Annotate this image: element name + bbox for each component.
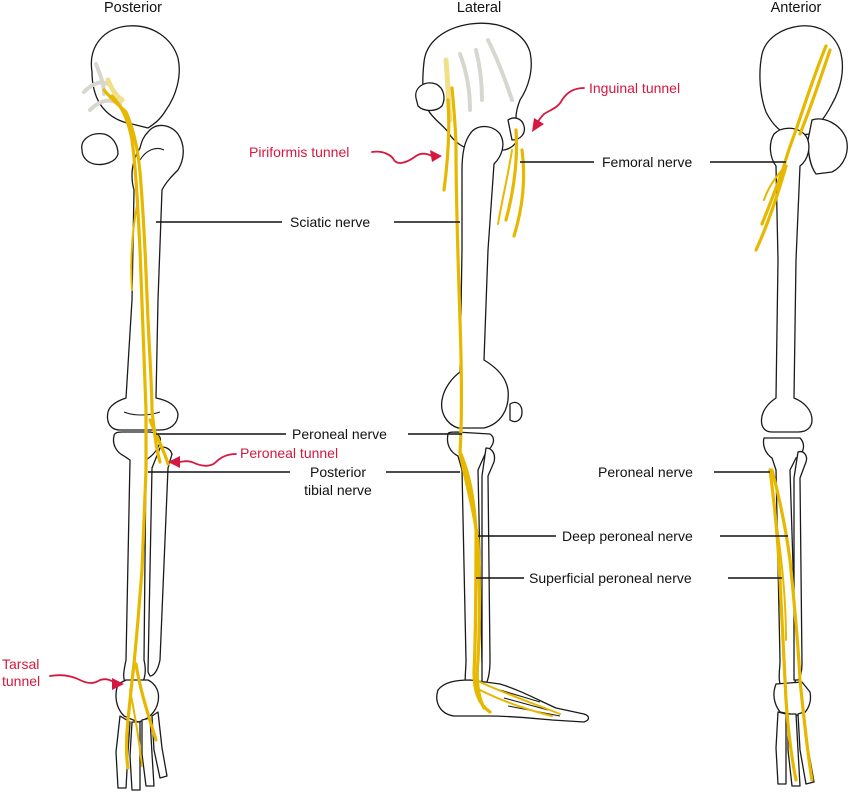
label-deep-peroneal-nerve: Deep peroneal nerve bbox=[562, 528, 693, 544]
view-title-anterior: Anterior bbox=[771, 0, 822, 16]
leader-lines bbox=[148, 161, 788, 579]
arrow-inguinal bbox=[532, 87, 585, 132]
lateral-foot bbox=[436, 679, 590, 723]
tunnel-arrows bbox=[49, 87, 585, 690]
label-tarsal-tunnel-line2: tunnel bbox=[2, 673, 40, 689]
arrow-tarsal bbox=[49, 674, 124, 690]
lateral-view bbox=[415, 22, 590, 723]
anterior-femur bbox=[760, 127, 813, 433]
lateral-nerves bbox=[442, 57, 561, 717]
label-sciatic-nerve: Sciatic nerve bbox=[290, 214, 370, 230]
label-peroneal-nerve-anterior: Peroneal nerve bbox=[598, 464, 693, 480]
view-title-lateral: Lateral bbox=[457, 0, 501, 16]
label-tarsal-tunnel-line1: Tarsal bbox=[2, 656, 39, 672]
posterior-tibia-fibula bbox=[112, 431, 173, 685]
label-peroneal-tunnel: Peroneal tunnel bbox=[240, 445, 338, 461]
view-title-posterior: Posterior bbox=[104, 0, 162, 16]
label-peroneal-nerve: Peroneal nerve bbox=[292, 426, 387, 442]
posterior-pelvis bbox=[81, 25, 180, 166]
label-femoral-nerve: Femoral nerve bbox=[602, 154, 692, 170]
posterior-foot bbox=[115, 679, 168, 791]
anterior-nerves bbox=[754, 44, 832, 782]
tunnel-labels: Piriformis tunnel Inguinal tunnel Perone… bbox=[2, 80, 680, 689]
label-posterior-tibial-line1: Posterior bbox=[310, 464, 366, 480]
label-posterior-tibial-line2: tibial nerve bbox=[304, 482, 372, 498]
label-inguinal-tunnel: Inguinal tunnel bbox=[589, 80, 680, 96]
arrow-peroneal bbox=[168, 453, 237, 468]
arrow-piriformis bbox=[371, 150, 442, 164]
label-superficial-peroneal-nerve: Superficial peroneal nerve bbox=[529, 570, 692, 586]
label-piriformis-tunnel: Piriformis tunnel bbox=[249, 144, 349, 160]
anterior-view bbox=[754, 25, 848, 787]
nerve-labels: Sciatic nerve Femoral nerve Peroneal ner… bbox=[290, 154, 693, 586]
posterior-view bbox=[81, 25, 184, 791]
lateral-leg bbox=[446, 431, 496, 689]
posterior-nerves bbox=[102, 77, 170, 770]
lateral-femur bbox=[440, 125, 523, 429]
